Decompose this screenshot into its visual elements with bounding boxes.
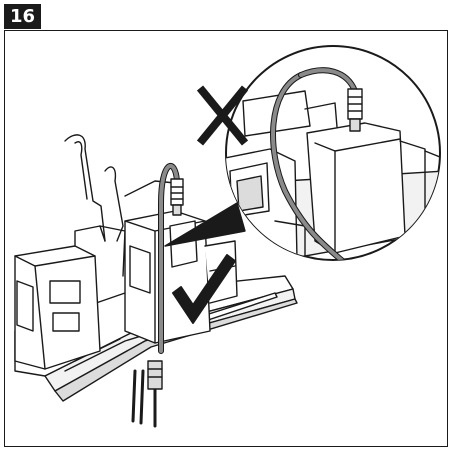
step-number-badge: 16 <box>4 4 41 29</box>
assembly-illustration <box>14 45 441 428</box>
check-mark-icon <box>172 254 236 324</box>
front-cable <box>131 162 184 428</box>
cross-mark-icon <box>196 85 249 146</box>
illustration-frame <box>4 30 448 447</box>
left-module <box>14 225 126 370</box>
magnified-detail <box>225 45 441 261</box>
zoom-callout-pointer <box>164 202 246 247</box>
